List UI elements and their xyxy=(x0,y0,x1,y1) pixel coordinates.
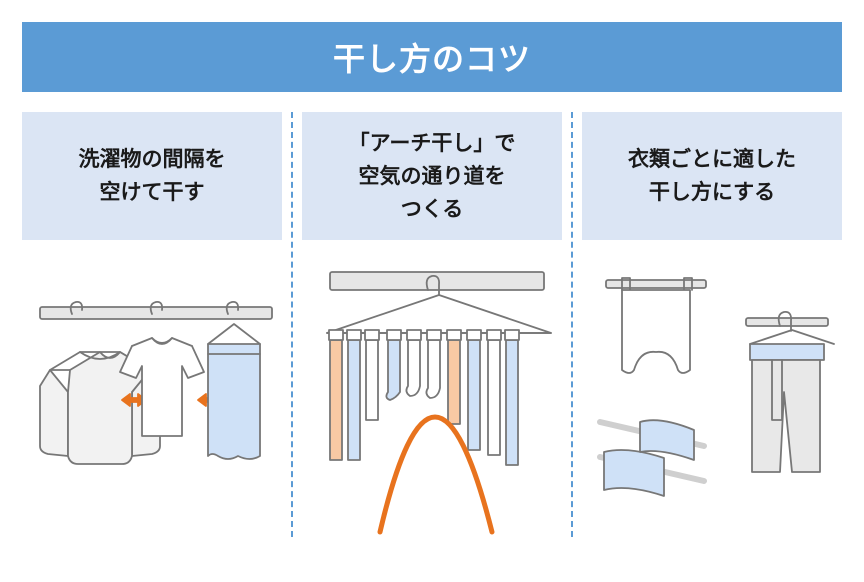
spacing-illustration xyxy=(39,301,273,465)
towel-on-rods-icon xyxy=(597,419,707,497)
title-banner: 干し方のコツ xyxy=(22,22,842,92)
socks-and-towels xyxy=(329,339,519,466)
caption-line: つくる xyxy=(400,196,464,221)
hanger-rod xyxy=(605,279,707,289)
tip-spacing-caption: 洗濯物の間隔を 空けて干す xyxy=(22,112,282,240)
tip-by-garment-caption: 衣類ごとに適した 干し方にする xyxy=(582,112,842,240)
hanger-rod xyxy=(329,271,545,291)
tshirt-icon xyxy=(119,301,205,437)
tip-arch-caption: 「アーチ干し」で 空気の通り道を つくる xyxy=(302,112,562,240)
caption-line: 空気の通り道を xyxy=(358,163,506,188)
caption-line: 「アーチ干し」で xyxy=(348,130,516,155)
divider-left xyxy=(291,112,293,537)
divider-right xyxy=(571,112,573,537)
title-text: 干し方のコツ xyxy=(332,40,531,78)
airflow-arch xyxy=(377,414,495,535)
towel-icon xyxy=(207,301,261,460)
shirt-on-rod-icon xyxy=(621,277,693,374)
tip-arch: 「アーチ干し」で 空気の通り道を つくる xyxy=(302,112,562,537)
caption-line: 干し方にする xyxy=(648,180,776,204)
caption-line: 衣類ごとに適した xyxy=(628,147,796,171)
hanger-rod xyxy=(39,306,273,320)
pants-hanger-icon xyxy=(749,311,835,473)
clips xyxy=(328,329,520,341)
garment-illustration xyxy=(597,277,835,497)
tip-by-garment: 衣類ごとに適した 干し方にする xyxy=(582,112,842,537)
caption-line: 空けて干す xyxy=(99,180,205,204)
tip-spacing: 洗濯物の間隔を 空けて干す xyxy=(22,112,282,537)
hanger-rod xyxy=(745,317,829,327)
arch-illustration xyxy=(326,271,552,535)
caption-line: 洗濯物の間隔を xyxy=(78,147,226,171)
